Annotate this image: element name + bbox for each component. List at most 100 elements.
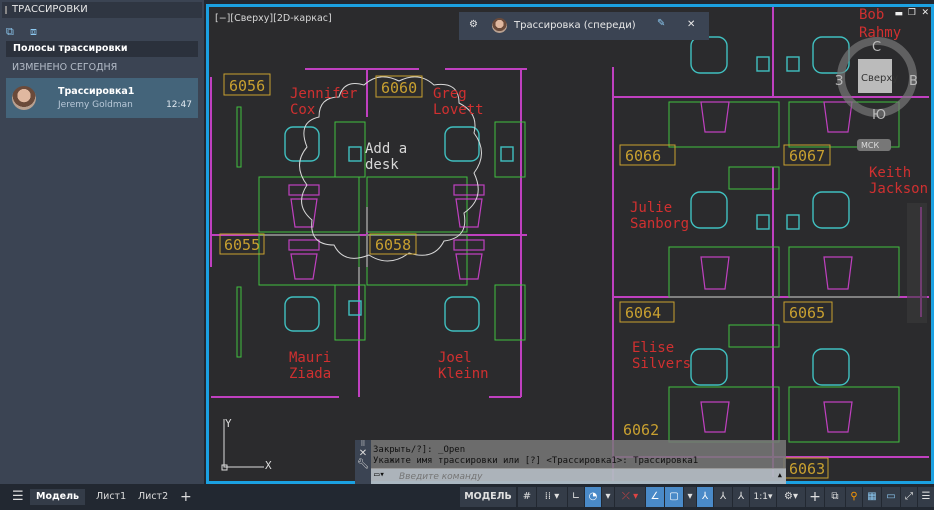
tab-layout1[interactable]: Лист1 [96, 491, 127, 502]
trace-list-item[interactable]: Трассировка1 Jeremy Goldman 12:47 [6, 78, 198, 118]
trace-options-icon[interactable]: ⧈ [30, 25, 37, 38]
plus-icon[interactable]: + [806, 487, 824, 507]
section-header: Полосы трассировки [6, 41, 198, 57]
room-number: 6056 [229, 77, 265, 95]
occupant-name: Sanborg [630, 216, 689, 232]
dropdown-icon[interactable]: ▾ [684, 487, 696, 507]
floor-plan: Add a desk 6056 6060 6055 6058 6066 6067… [210, 7, 929, 481]
compass-north[interactable]: С [872, 40, 881, 55]
hamburger-icon[interactable]: ☰ [12, 489, 24, 504]
ucs-menu[interactable]: МСК [861, 141, 879, 150]
command-line-handle[interactable]: ⠿✕🔧︎ [355, 440, 371, 484]
gear-icon[interactable]: ⚙ [469, 19, 478, 30]
clean-screen-icon[interactable]: ▭ [882, 487, 900, 507]
object-snap-tracking-icon[interactable]: ⤫ ▾ [615, 487, 645, 507]
occupant-name: Julie [630, 200, 672, 216]
occupant-name: Silvers [632, 356, 691, 372]
isolate-objects-icon[interactable]: ⧉ [825, 487, 845, 507]
tab-model[interactable]: Модель [30, 489, 86, 505]
trace-name: Трассировка1 [58, 86, 135, 97]
desks [236, 101, 900, 443]
trace-palette: ТРАССИРОВКИ ⧉ ⧈ Полосы трассировки ИЗМЕН… [0, 0, 204, 484]
command-prompt-icon[interactable]: ▭▾ [374, 470, 385, 480]
occupant-name: Greg [433, 86, 467, 102]
occupant-name: Rahmy [859, 25, 901, 41]
occupant-name: Bob [859, 7, 884, 23]
group-header: ИЗМЕНЕНО СЕГОДНЯ [12, 62, 118, 73]
compass-east[interactable]: В [909, 74, 918, 89]
occupant-name: Jackson [869, 181, 928, 197]
isodraft-icon[interactable]: ∠ [646, 487, 664, 507]
annotation-visibility-icon[interactable]: ⅄ [697, 487, 713, 507]
occupant-name: Mauri [289, 350, 331, 366]
restore-icon[interactable]: ❐ [907, 8, 916, 18]
viewport-controls[interactable]: [−][Сверху][2D-каркас] [215, 13, 332, 24]
command-line: Закрыть/?]: _Open Укажите имя трассировк… [371, 440, 786, 484]
room-number: 6064 [625, 304, 661, 322]
drawing-viewport[interactable]: Add a desk 6056 6060 6055 6058 6066 6067… [206, 4, 934, 484]
ucs-icon [221, 419, 264, 471]
occupant-name: Keith [869, 165, 911, 181]
close-icon: ✕ [358, 448, 368, 459]
compass-west[interactable]: З [835, 74, 843, 89]
hardware-acceleration-icon[interactable]: ▦ [863, 487, 881, 507]
lock-ui-icon[interactable]: ⚲ [846, 487, 862, 507]
wrench-icon: 🔧︎ [356, 459, 370, 470]
navigation-bar[interactable] [907, 203, 927, 323]
room-number: 6063 [789, 460, 825, 478]
room-tags [219, 73, 833, 479]
room-number: 6058 [375, 236, 411, 254]
markup-icon[interactable]: ✎ [657, 18, 666, 29]
room-number: 6067 [789, 147, 825, 165]
scale-dropdown[interactable]: 1:1▾ [750, 487, 776, 507]
command-history-line: Укажите имя трассировки или [?] <Трассир… [373, 456, 699, 466]
room-number: 6066 [625, 147, 661, 165]
autoscale-icon[interactable]: ⅄ [714, 487, 732, 507]
close-trace-icon[interactable]: ✕ [687, 19, 696, 30]
trace-time: 12:47 [166, 100, 192, 110]
object-snap-icon[interactable]: ▢ [665, 487, 683, 507]
customize-menu-icon[interactable]: ☰ [918, 487, 934, 507]
polar-icon[interactable]: ◔ [585, 487, 601, 507]
command-history-line: Закрыть/?]: _Open [373, 445, 466, 455]
add-layout-icon[interactable]: + [180, 489, 192, 505]
fullscreen-icon[interactable]: ⤢ [901, 487, 917, 507]
avatar [492, 18, 507, 33]
minimize-icon[interactable]: ▬ [894, 9, 903, 19]
ucs-x-label: X [265, 459, 272, 472]
grid-icon[interactable]: # [518, 487, 536, 507]
snap-icon[interactable]: ⁞⁞ ▾ [537, 487, 567, 507]
ucs-y-label: Y [225, 417, 232, 430]
markup-line: Add a [365, 141, 407, 157]
new-trace-icon[interactable]: ⧉ [6, 25, 14, 38]
close-icon[interactable]: ✕ [921, 8, 929, 18]
markup-line: desk [365, 157, 399, 173]
markup-cloud [299, 76, 482, 262]
viewcube-face[interactable]: Сверху [861, 73, 898, 84]
room-number: 6062 [623, 421, 659, 439]
palette-title: ТРАССИРОВКИ [2, 2, 202, 18]
command-input[interactable] [399, 470, 769, 483]
occupant-name: Joel [438, 350, 472, 366]
room-number: 6065 [789, 304, 825, 322]
occupant-name: Lovett [433, 102, 484, 118]
trace-toolbar: ⚙ Трассировка (спереди) ✎ ✕ [459, 12, 709, 40]
model-space-button[interactable]: МОДЕЛЬ [460, 487, 516, 507]
markup-text: Add a desk [365, 141, 407, 173]
ortho-icon[interactable]: ∟ [568, 487, 584, 507]
trace-author: Jeremy Goldman [58, 100, 133, 110]
annotation-scale-icon[interactable]: ⅄ [733, 487, 749, 507]
gear-icon[interactable]: ⚙▾ [777, 487, 805, 507]
occupant-name: Kleinn [438, 366, 489, 382]
chairs [284, 36, 850, 386]
compass-south[interactable]: Ю [872, 108, 886, 123]
occupant-name: Ziada [289, 366, 331, 382]
status-bar: ☰ Модель Лист1 Лист2 + МОДЕЛЬ # ⁞⁞ ▾ ∟ ◔… [0, 484, 934, 510]
tab-layout2[interactable]: Лист2 [138, 491, 169, 502]
dropdown-icon[interactable]: ▾ [602, 487, 614, 507]
viewcube[interactable]: Сверху С Ю З В МСК [835, 37, 918, 151]
occupant-name: Elise [632, 340, 674, 356]
history-up-icon[interactable]: ▲ [777, 471, 782, 479]
room-number: 6060 [381, 79, 417, 97]
